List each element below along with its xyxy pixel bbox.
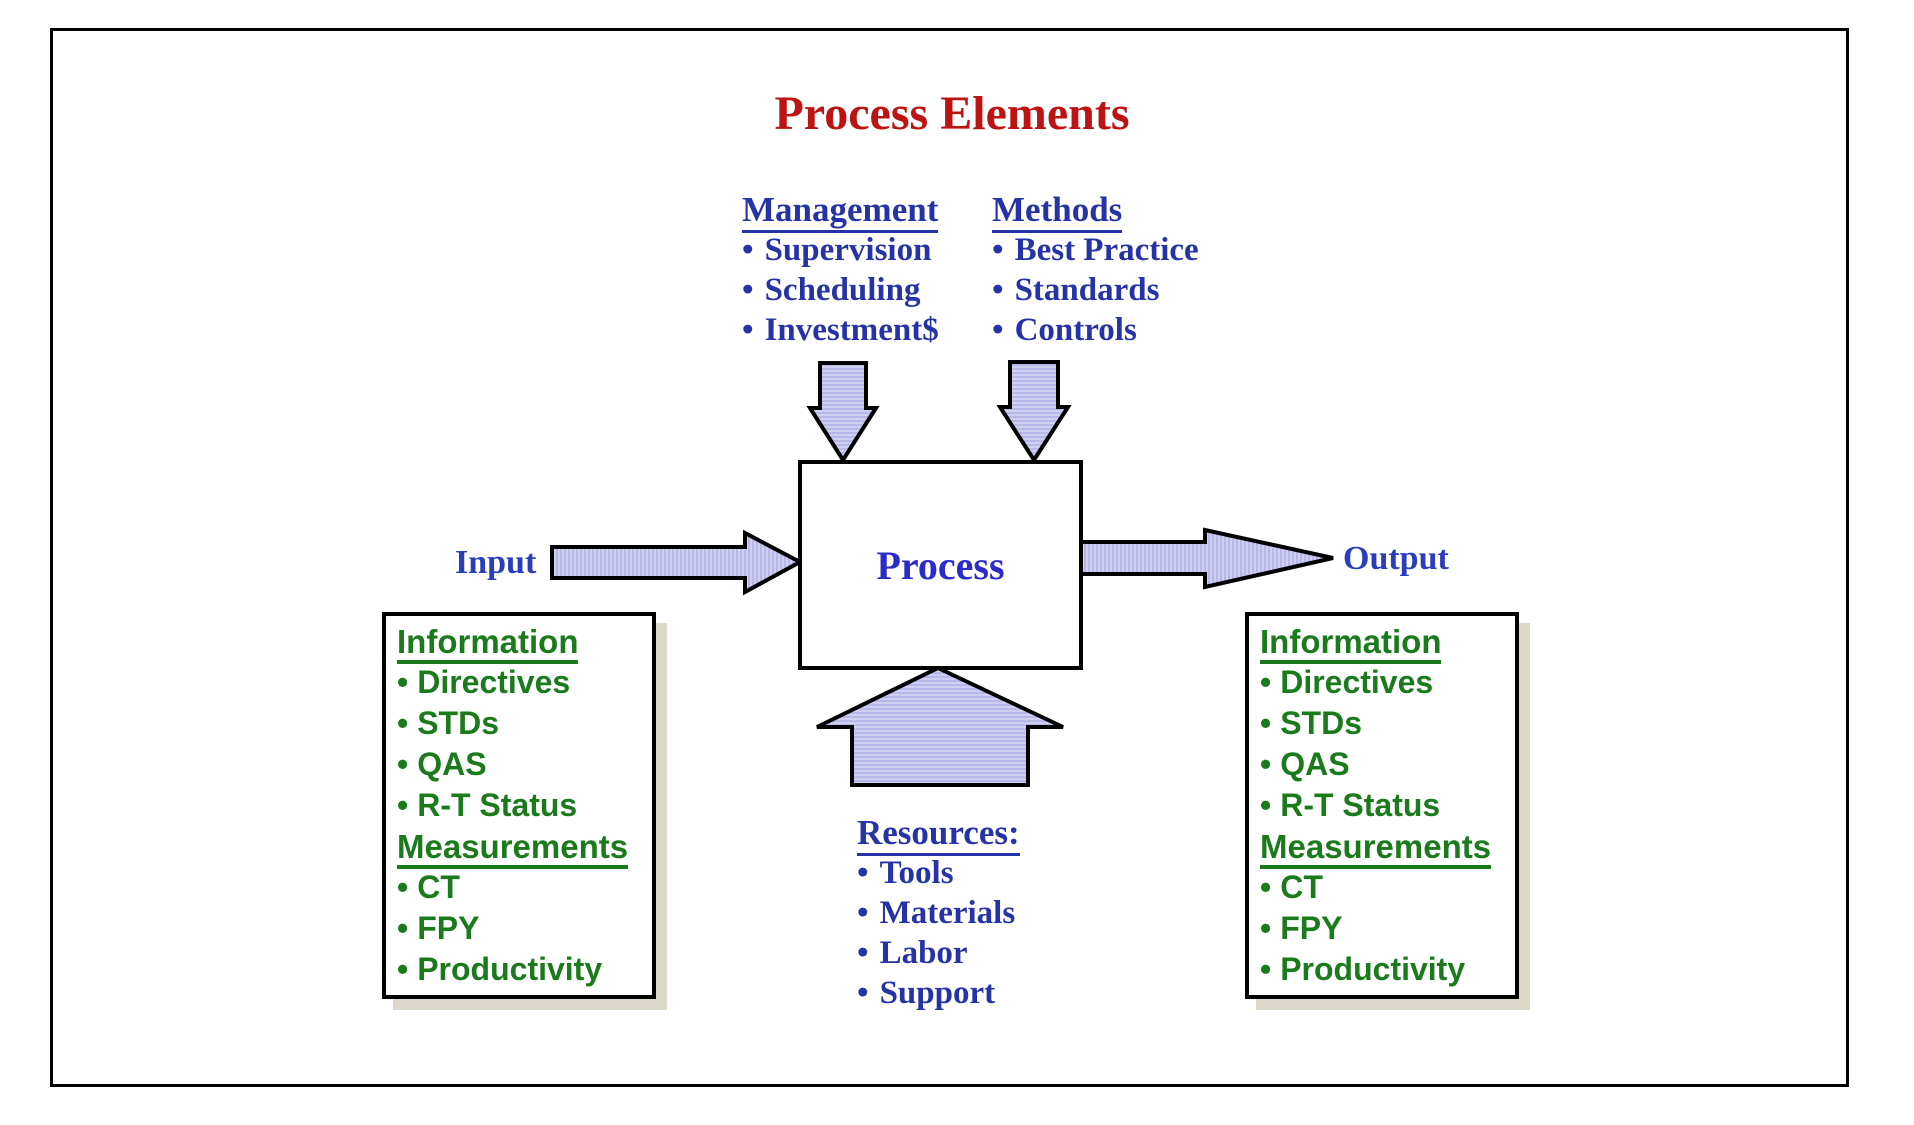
right-information-panel: Information Directives STDs QAS R-T Stat… [1245,612,1519,999]
page-title: Process Elements [774,87,1130,140]
information-items: Directives STDs QAS R-T Status [397,662,652,826]
list-item: Investment$ [742,310,939,350]
resources-heading: Resources: [857,813,1020,856]
resources-items: Tools Materials Labor Support [857,853,1020,1013]
list-item: FPY [1260,908,1515,949]
list-item: Directives [397,662,652,703]
list-item: Controls [992,310,1199,350]
list-item: Support [857,973,1020,1013]
measurements-items: CT FPY Productivity [397,867,652,990]
methods-items: Best Practice Standards Controls [992,230,1199,350]
left-information-panel: Information Directives STDs QAS R-T Stat… [382,612,656,999]
list-item: Directives [1260,662,1515,703]
list-item: FPY [397,908,652,949]
measurements-items: CT FPY Productivity [1260,867,1515,990]
list-item: STDs [397,703,652,744]
measurements-heading: Measurements [397,826,652,869]
list-item: QAS [397,744,652,785]
input-label: Input [455,544,537,581]
management-items: Supervision Scheduling Investment$ [742,230,939,350]
list-item: R-T Status [397,785,652,826]
list-item: Productivity [397,949,652,990]
information-heading: Information [1260,621,1515,664]
list-item: Scheduling [742,270,939,310]
process-box: Process [798,460,1083,670]
methods-heading: Methods [992,190,1199,233]
list-item: Productivity [1260,949,1515,990]
list-item: STDs [1260,703,1515,744]
management-list: Management Supervision Scheduling Invest… [742,190,939,350]
process-label: Process [876,542,1005,588]
resources-list: Resources: Tools Materials Labor Support [857,813,1020,1013]
list-item: R-T Status [1260,785,1515,826]
list-item: Labor [857,933,1020,973]
output-label: Output [1343,540,1449,577]
information-items: Directives STDs QAS R-T Status [1260,662,1515,826]
management-heading: Management [742,190,939,233]
methods-list: Methods Best Practice Standards Controls [992,190,1199,350]
list-item: Standards [992,270,1199,310]
list-item: CT [1260,867,1515,908]
list-item: Best Practice [992,230,1199,270]
list-item: QAS [1260,744,1515,785]
information-heading: Information [397,621,652,664]
measurements-heading: Measurements [1260,826,1515,869]
list-item: CT [397,867,652,908]
list-item: Materials [857,893,1020,933]
list-item: Supervision [742,230,939,270]
list-item: Tools [857,853,1020,893]
